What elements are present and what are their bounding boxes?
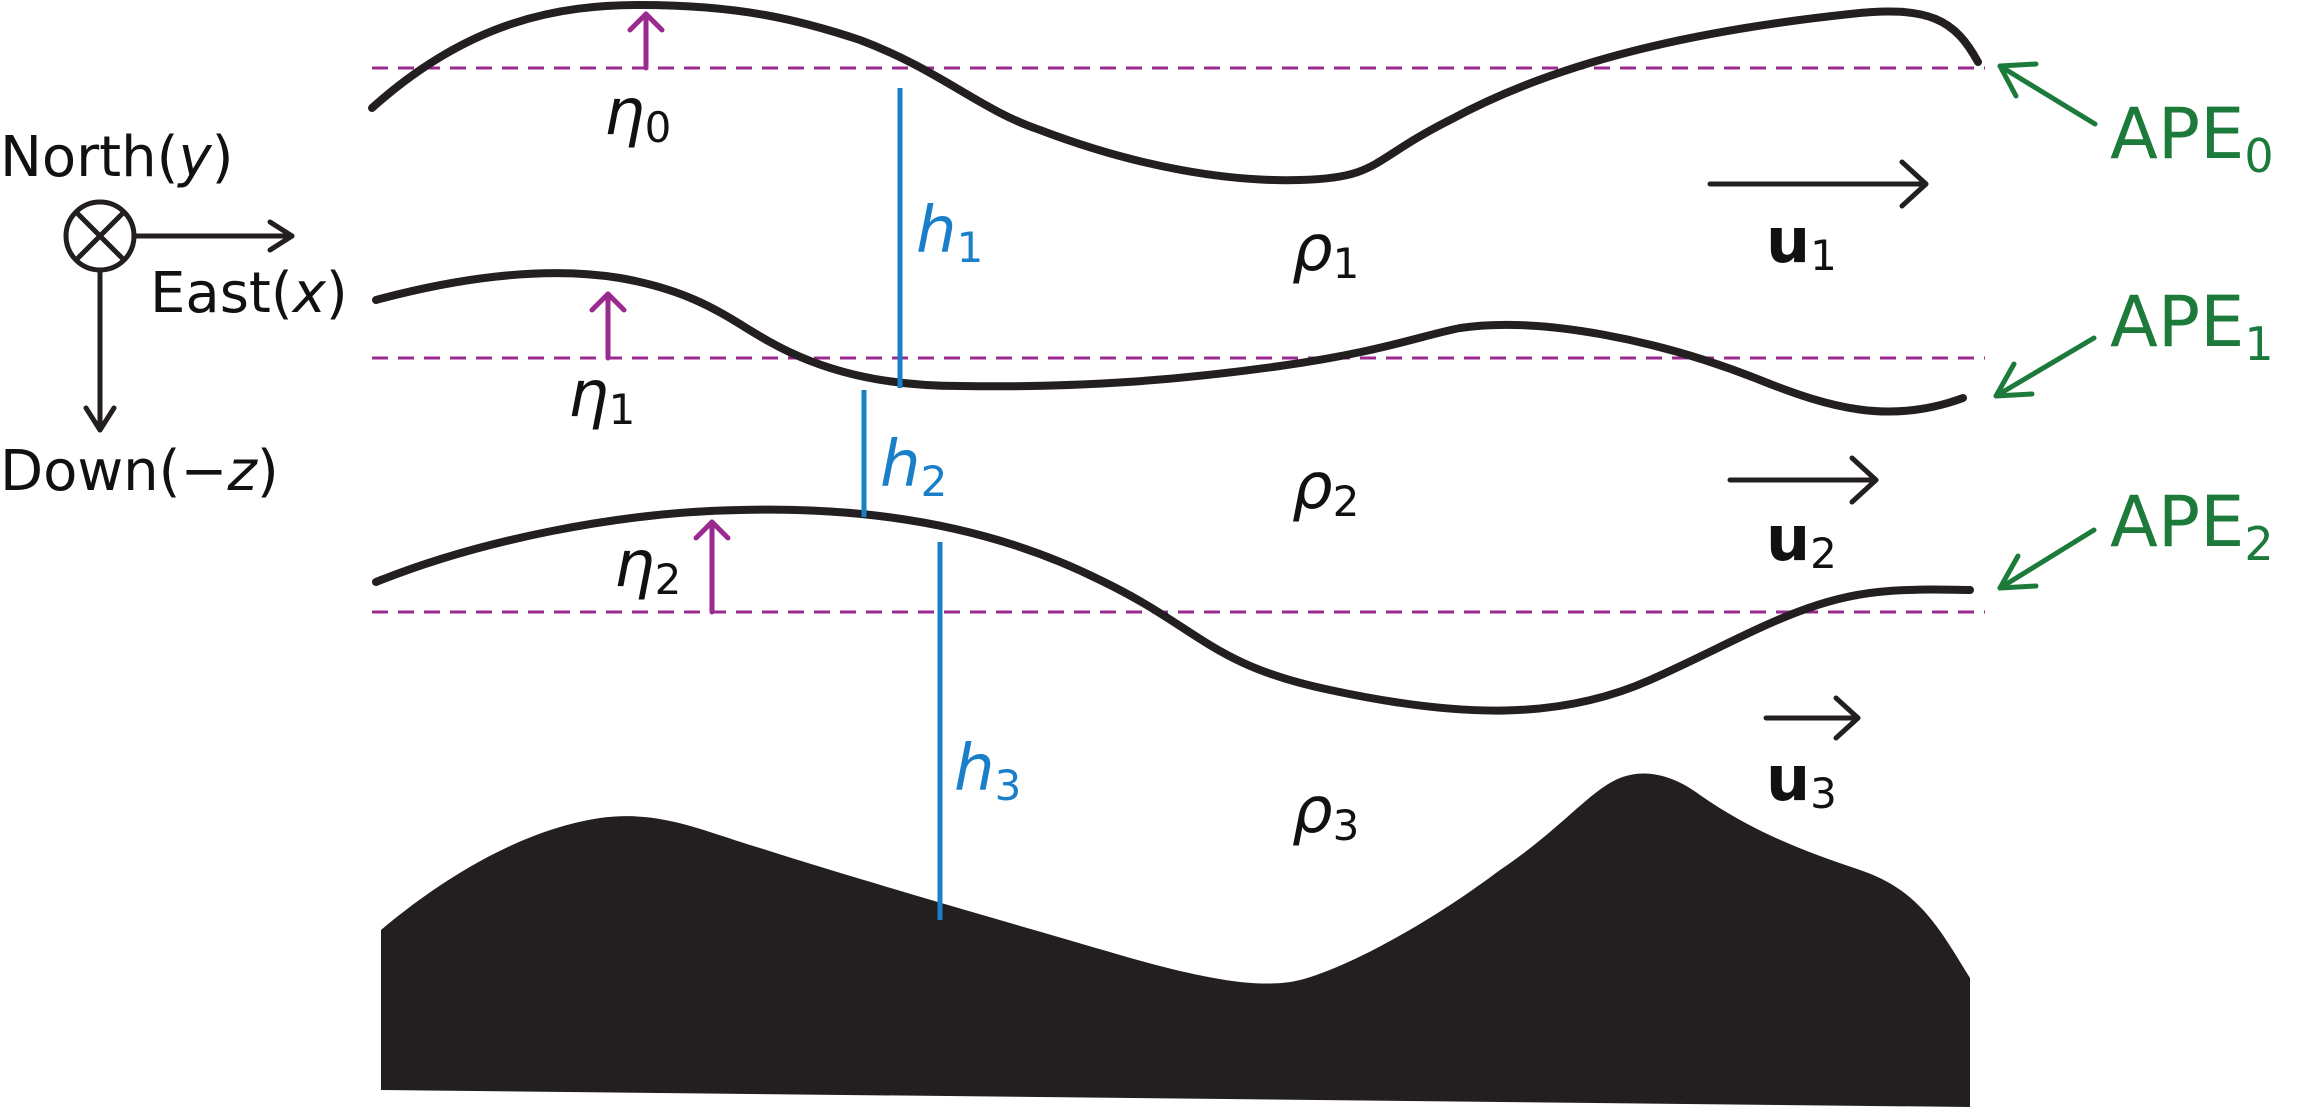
density-label-3: ρ3 xyxy=(1292,774,1359,850)
east-axis-label: East(x) xyxy=(150,261,348,326)
velocity-label-3: u3 xyxy=(1766,742,1837,818)
thickness-lines xyxy=(861,88,943,920)
thickness-label-3: h3 xyxy=(954,732,1021,810)
velocity-label-2: u2 xyxy=(1766,502,1837,578)
reference-levels xyxy=(372,66,1985,614)
velocity-label-1: u1 xyxy=(1766,204,1837,280)
eta-2-label: η2 xyxy=(614,528,681,604)
coordinate-axes xyxy=(63,199,295,433)
ape-1-label: APE1 xyxy=(2110,281,2274,371)
ape-0-label: APE0 xyxy=(2110,93,2274,183)
down-axis-label: Down(−z) xyxy=(0,439,279,504)
interface-surface xyxy=(368,0,1982,185)
eta-1-label: η1 xyxy=(568,358,635,434)
density-label-1: ρ1 xyxy=(1292,212,1359,288)
eta-0-arrow xyxy=(627,11,665,71)
velocity-arrow-3 xyxy=(1763,695,1861,741)
ape-2-label: APE2 xyxy=(2110,481,2274,571)
eta-1-arrow xyxy=(589,291,627,361)
interface-1 xyxy=(372,269,1967,416)
north-axis-label: North(y) xyxy=(0,125,233,190)
east-axis-arrow xyxy=(131,219,295,253)
bottom-topography xyxy=(381,773,1970,1107)
velocity-arrow-1 xyxy=(1707,159,1929,209)
displacement-arrows xyxy=(589,11,731,615)
thickness-label-2: h2 xyxy=(880,428,947,506)
velocity-arrow-2 xyxy=(1727,455,1879,505)
interface-2 xyxy=(372,505,1974,715)
velocity-arrows xyxy=(1707,159,1929,741)
ape-1-arrow xyxy=(1993,335,2097,399)
eta-0-label: η0 xyxy=(604,76,671,152)
eta-2-arrow xyxy=(693,519,731,615)
density-label-2: ρ2 xyxy=(1292,450,1359,526)
ape-2-arrow xyxy=(1997,527,2097,591)
down-axis-arrow xyxy=(83,267,117,433)
ape-0-arrow xyxy=(1997,61,2098,127)
interfaces xyxy=(368,0,1982,715)
thickness-label-1: h1 xyxy=(916,194,983,272)
ape-pointer-arrows xyxy=(1993,61,2098,591)
